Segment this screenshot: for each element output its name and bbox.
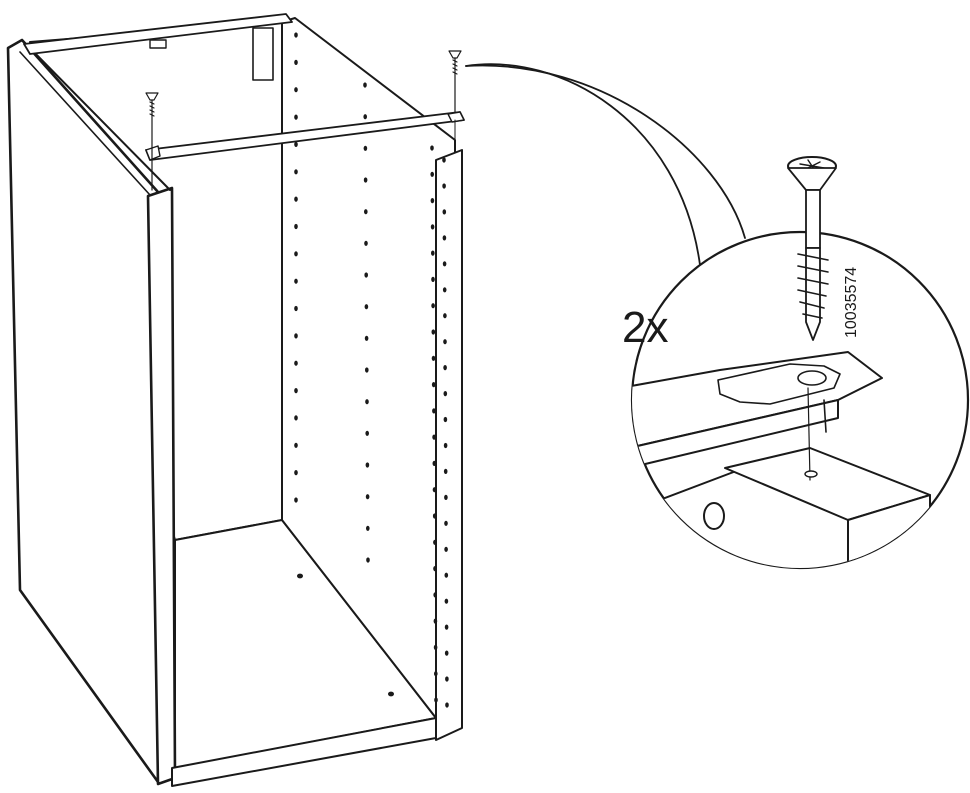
shelf-pin-hole	[364, 335, 369, 341]
shelf-pin-hole	[445, 702, 449, 708]
shelf-pin-hole	[294, 87, 298, 93]
shelf-pin-hole	[365, 462, 370, 468]
shelf-pin-hole	[294, 470, 298, 476]
screw-icon	[145, 92, 159, 191]
shelf-pin-hole	[294, 32, 298, 38]
shelf-pin-hole	[430, 198, 435, 204]
screw-icon	[448, 50, 462, 113]
shelf-pin-hole	[443, 313, 447, 319]
shelf-pin-hole	[431, 276, 435, 282]
shelf-pin-hole	[442, 235, 447, 241]
shelf-pin-hole	[365, 494, 370, 500]
shelf-pin-hole	[445, 676, 449, 682]
shelf-pin-hole	[444, 546, 448, 552]
right-panel-front-edge	[435, 149, 463, 741]
shelf-pin-hole	[434, 697, 438, 703]
shelf-pin-hole	[363, 145, 368, 151]
shelf-pin-hole	[443, 468, 448, 474]
shelf-pin-hole	[444, 572, 449, 578]
shelf-pin-hole	[363, 82, 367, 88]
shelf-pin-hole	[444, 650, 449, 656]
shelf-pin-hole	[442, 183, 446, 189]
shelf-pin-hole	[433, 566, 437, 572]
shelf-pin-hole	[366, 557, 370, 563]
shelf-pin-hole	[443, 416, 448, 423]
shelf-pin-hole	[430, 145, 434, 151]
shelf-pin-hole	[294, 442, 298, 448]
shelf-pin-hole	[364, 272, 369, 278]
callout-connector	[465, 63, 701, 266]
shelf-pin-hole	[365, 430, 370, 436]
shelf-pin-hole	[364, 240, 368, 246]
detail-view	[630, 156, 970, 570]
callout-connector	[465, 64, 746, 239]
shelf-pin-hole	[430, 224, 435, 230]
quantity-label: 2x	[622, 303, 668, 352]
shelf-pin-hole	[442, 157, 446, 163]
shelf-pin-hole	[443, 391, 448, 397]
shelf-pin-hole	[363, 114, 368, 120]
shelf-pin-hole	[294, 114, 298, 120]
shelf-pin-hole	[364, 209, 368, 215]
cabinet-frame	[6, 13, 465, 787]
shelf-pin-hole	[294, 415, 298, 421]
shelf-pin-hole	[432, 434, 436, 440]
shelf-pin-hole	[433, 618, 438, 624]
shelf-pin-hole	[365, 399, 369, 405]
shelf-pin-hole	[444, 598, 449, 604]
shelf-pin-hole	[294, 251, 298, 257]
shelf-pin-hole	[444, 624, 449, 630]
screw-icon	[787, 156, 837, 341]
shelf-pin-hole	[363, 177, 368, 183]
shelf-pin-hole	[432, 513, 437, 519]
shelf-pin-hole	[294, 497, 298, 503]
back-top-rail	[23, 13, 293, 55]
shelf-pin-hole	[294, 141, 298, 147]
shelf-pin-holes	[294, 32, 449, 708]
shelf-pin-hole	[294, 305, 298, 312]
shelf-pin-hole	[432, 487, 437, 493]
shelf-pin-hole	[431, 382, 436, 388]
shelf-pin-hole	[430, 171, 435, 177]
shelf-pin-hole	[431, 355, 436, 361]
shelf-pin-hole	[294, 278, 298, 284]
shelf-pin-hole	[433, 644, 438, 651]
bottom-front-edge	[171, 717, 437, 787]
shelf-pin-hole	[444, 520, 448, 526]
shelf-pin-hole	[442, 209, 447, 215]
shelf-pin-hole	[443, 365, 447, 371]
shelf-pin-hole	[294, 169, 298, 175]
shelf-pin-hole	[432, 460, 437, 466]
shelf-pin-hole	[366, 525, 370, 531]
shelf-pin-hole	[294, 388, 298, 394]
shelf-pin-hole	[443, 442, 448, 449]
shelf-pin-hole	[431, 250, 435, 256]
shelf-pin-hole	[294, 333, 298, 339]
shelf-pin-hole	[432, 408, 436, 414]
shelf-pin-hole	[434, 671, 438, 677]
shelf-pin-hole	[364, 304, 369, 310]
shelf-pin-hole	[431, 329, 436, 335]
shelf-pin-hole	[294, 360, 298, 366]
shelf-pin-hole	[433, 592, 438, 598]
shelf-pin-hole	[444, 494, 448, 500]
shelf-pin-hole	[294, 196, 298, 202]
shelf-pin-hole	[365, 367, 369, 373]
shelf-pin-hole	[442, 261, 447, 267]
shelf-pin-hole	[443, 339, 447, 345]
shelf-pin-hole	[433, 539, 437, 545]
shelf-pin-hole	[294, 223, 298, 230]
shelf-pin-hole	[431, 303, 435, 309]
part-number: 10035574	[843, 267, 860, 338]
shelf-pin-hole	[294, 59, 298, 65]
shelf-pin-hole	[442, 287, 447, 293]
